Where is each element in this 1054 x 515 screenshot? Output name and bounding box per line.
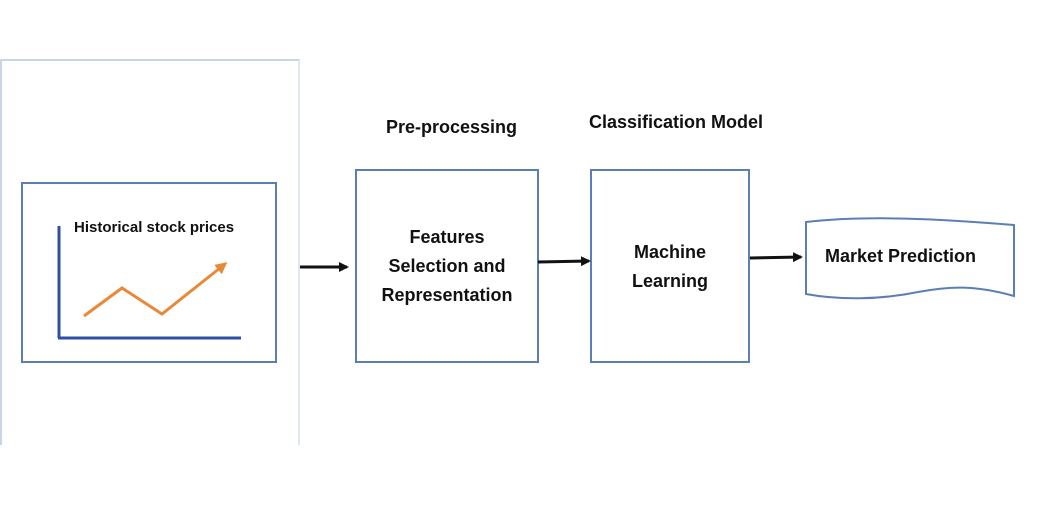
output-document-shape [805,217,1015,300]
preprocessing-line-2: Selection and [388,256,506,276]
input-label: Historical stock prices [74,219,235,236]
classification-box [590,169,750,363]
preprocessing-box [355,169,539,363]
input-chart-box [21,182,277,363]
trend-line [83,262,228,318]
arrow-preprocessing-to-classification [537,256,591,267]
preprocessing-line-1: Features [409,227,485,247]
preprocessing-line-3: Representation [381,285,513,305]
arrow-classification-to-output [749,252,803,263]
classification-heading: Classification Model [589,112,764,132]
preprocessing-heading: Pre-processing [386,117,518,137]
classification-line-1: Machine [633,242,707,262]
classification-text: Machine Learning [591,238,749,296]
output-label: Market Prediction [825,246,977,266]
preprocessing-text: Features Selection and Representation [356,223,538,310]
classification-line-2: Learning [631,271,708,291]
